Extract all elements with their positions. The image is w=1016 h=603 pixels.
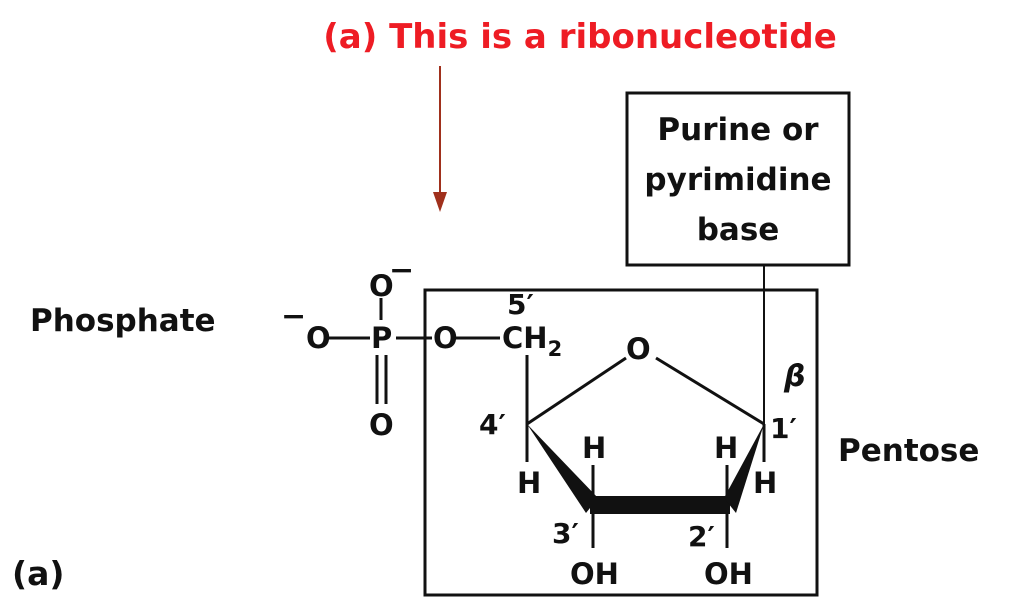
- bond-c4-c3-wedge: [527, 424, 598, 513]
- phosphate-label: Phosphate: [30, 303, 216, 339]
- h-c1: H: [753, 466, 777, 500]
- bond-c3-c2-thick: [590, 496, 730, 514]
- h-c4: H: [517, 466, 541, 500]
- beta-label: β: [783, 359, 805, 394]
- diagram-title: (a) This is a ribonucleotide: [323, 17, 837, 57]
- c4-position: 4′: [479, 408, 506, 441]
- o-minus-left: O: [306, 321, 331, 355]
- bond-ring-o-c1: [655, 356, 765, 426]
- c1-position: 1′: [770, 412, 797, 445]
- phosphorus-atom: P: [371, 321, 392, 355]
- o-minus-left-charge: −: [281, 299, 306, 334]
- h-c2: H: [714, 431, 738, 465]
- pointer-arrow-head: [433, 192, 447, 212]
- oh-c3: OH: [570, 557, 619, 591]
- base-label-line1: Purine or: [657, 112, 819, 148]
- ring-oxygen: O: [626, 332, 651, 366]
- h-c3: H: [582, 431, 606, 465]
- ch2-group: CH2: [502, 321, 562, 361]
- base-label-line3: base: [697, 212, 780, 248]
- c2-position: 2′: [688, 520, 715, 553]
- o-minus-top: O: [369, 269, 394, 303]
- oh-c2-highlight: OH: [704, 557, 753, 591]
- c3-position: 3′: [552, 517, 579, 550]
- panel-label: (a): [12, 554, 64, 593]
- pentose-label: Pentose: [838, 433, 979, 469]
- o-double: O: [369, 408, 394, 442]
- o-minus-top-charge: −: [389, 253, 414, 288]
- bond-c4-ring-o: [526, 356, 627, 426]
- bond-c2-c1-wedge: [724, 424, 764, 513]
- c5-position: 5′: [507, 288, 534, 321]
- pentose-box: [423, 288, 819, 597]
- base-box: [625, 91, 851, 267]
- o-bridge: O: [433, 321, 458, 355]
- base-label-line2: pyrimidine: [644, 162, 831, 198]
